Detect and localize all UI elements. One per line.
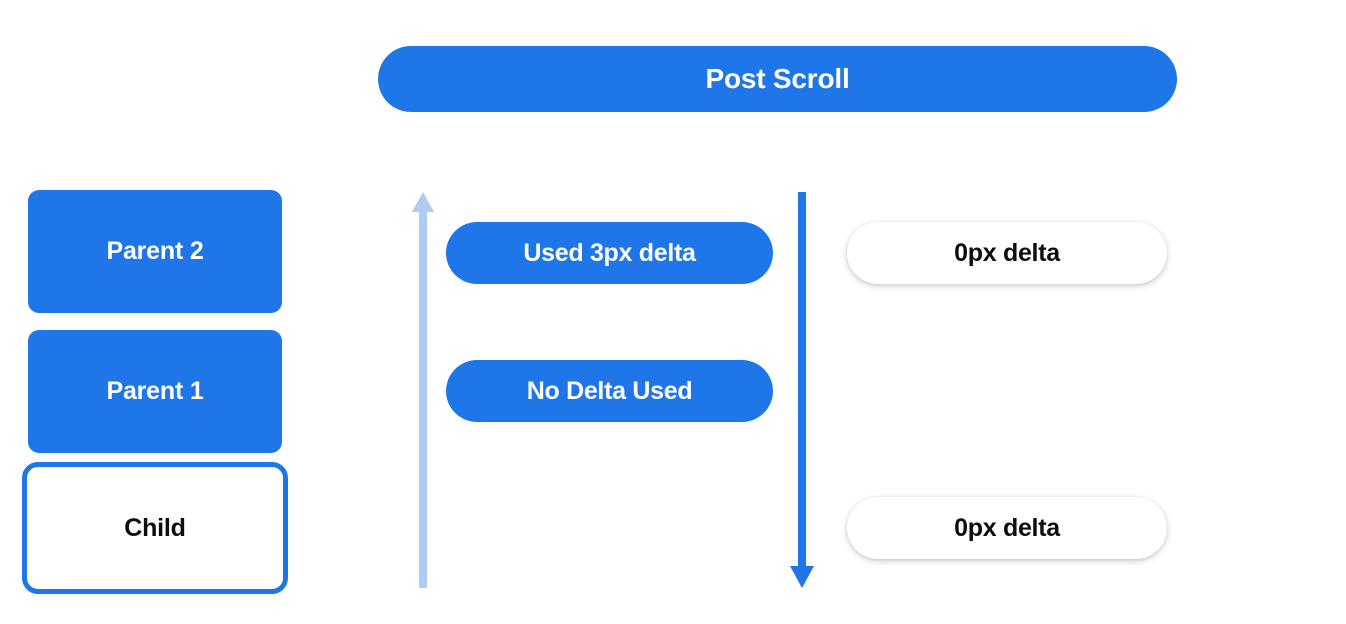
scroll-down-arrow-icon <box>790 192 814 588</box>
node-child-label: Child <box>124 513 186 542</box>
result-delta-top-label: 0px delta <box>954 238 1060 267</box>
scroll-up-arrow-icon <box>412 192 434 588</box>
annotation-no-delta-used: No Delta Used <box>446 360 773 422</box>
page-title: Post Scroll <box>378 46 1177 112</box>
node-parent-2-label: Parent 2 <box>106 237 204 265</box>
node-parent-2[interactable]: Parent 2 <box>28 190 282 313</box>
node-child[interactable]: Child <box>22 462 288 594</box>
node-parent-1[interactable]: Parent 1 <box>28 330 282 453</box>
result-delta-bottom: 0px delta <box>847 497 1167 559</box>
result-delta-top: 0px delta <box>847 222 1167 284</box>
annotation-used-delta: Used 3px delta <box>446 222 773 284</box>
node-parent-1-label: Parent 1 <box>106 377 204 405</box>
annotation-used-delta-label: Used 3px delta <box>523 238 696 267</box>
result-delta-bottom-label: 0px delta <box>954 513 1060 542</box>
annotation-no-delta-used-label: No Delta Used <box>526 376 693 405</box>
